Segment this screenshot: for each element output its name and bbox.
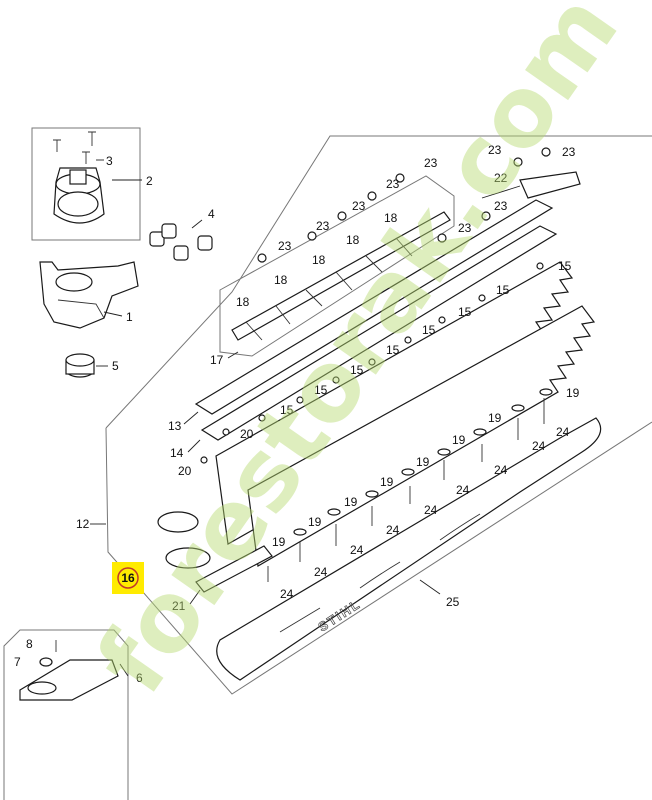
label-part-6: 6 — [136, 671, 143, 685]
washer-7-part — [39, 640, 57, 667]
label-part-21: 21 — [172, 599, 186, 613]
highlight-part-16[interactable]: 16 — [112, 562, 144, 594]
label-part-15: 15 — [386, 343, 400, 357]
label-part-20a: 20 — [240, 427, 254, 441]
label-part-19: 19 — [308, 515, 322, 529]
label-part-19: 19 — [488, 411, 502, 425]
label-part-17: 17 — [210, 353, 224, 367]
screw-24-group — [267, 398, 545, 582]
label-part-19: 19 — [416, 455, 430, 469]
label-part-15: 15 — [314, 383, 328, 397]
nut-23-group — [257, 147, 551, 263]
engine-parts-frame — [31, 127, 141, 241]
label-part-25: 25 — [446, 595, 460, 609]
label-part-24: 24 — [556, 425, 570, 439]
label-part-15: 15 — [350, 363, 364, 377]
label-part-1: 1 — [126, 310, 133, 324]
washer-group — [200, 262, 553, 536]
gearbox-housing-part[interactable] — [53, 167, 105, 224]
label-part-12: 12 — [76, 517, 90, 531]
label-part-4: 4 — [208, 207, 215, 221]
label-part-23: 23 — [562, 145, 576, 159]
blade-guard-part[interactable] — [216, 417, 602, 681]
label-part-19: 19 — [344, 495, 358, 509]
coupling-part[interactable] — [65, 353, 95, 378]
label-part-19: 19 — [566, 386, 580, 400]
label-part-24: 24 — [350, 543, 364, 557]
label-part-24: 24 — [386, 523, 400, 537]
label-part-15: 15 — [280, 403, 294, 417]
blade-holder-part[interactable] — [157, 511, 211, 569]
gear-housing-part[interactable] — [39, 261, 139, 329]
label-part-15: 15 — [422, 323, 436, 337]
label-part-19: 19 — [380, 475, 394, 489]
lower-parts-frame — [3, 629, 129, 800]
label-part-18: 18 — [274, 273, 288, 287]
label-part-18: 18 — [346, 233, 360, 247]
label-part-5: 5 — [112, 359, 119, 373]
label-part-24: 24 — [424, 503, 438, 517]
label-part-15: 15 — [558, 259, 572, 273]
label-part-7: 7 — [14, 655, 21, 669]
label-part-13: 13 — [168, 419, 182, 433]
label-part-24: 24 — [456, 483, 470, 497]
cutter-assembly-frame — [105, 135, 652, 695]
label-part-19: 19 — [452, 433, 466, 447]
label-part-23: 23 — [352, 199, 366, 213]
label-part-23: 23 — [316, 219, 330, 233]
leader-lines — [90, 159, 521, 677]
label-part-16: 16 — [121, 571, 135, 585]
label-part-2: 2 — [146, 174, 153, 188]
label-part-18: 18 — [384, 211, 398, 225]
label-part-23: 23 — [494, 199, 508, 213]
label-part-19: 19 — [272, 535, 286, 549]
label-part-20b: 20 — [178, 464, 192, 478]
label-part-3: 3 — [106, 154, 113, 168]
drive-strip-part[interactable] — [194, 199, 558, 441]
end-cap-part[interactable] — [519, 171, 581, 199]
label-part-15: 15 — [458, 305, 472, 319]
label-part-23: 23 — [488, 143, 502, 157]
label-part-8: 8 — [26, 637, 33, 651]
housing-cover-part[interactable] — [19, 659, 119, 701]
label-part-24: 24 — [314, 565, 328, 579]
spacer-bar-part[interactable] — [195, 545, 273, 593]
bushing-set-part[interactable] — [149, 223, 213, 261]
part-labels: 1 2 3 4 5 6 7 8 12 13 14 17 20 20 21 22 … — [14, 143, 580, 685]
label-part-23: 23 — [278, 239, 292, 253]
label-part-23: 23 — [386, 177, 400, 191]
label-part-23: 23 — [458, 221, 472, 235]
label-part-24: 24 — [494, 463, 508, 477]
label-part-18: 18 — [236, 295, 250, 309]
cutter-blade-lower[interactable] — [247, 305, 596, 567]
label-part-14: 14 — [170, 446, 184, 460]
label-part-15: 15 — [496, 283, 510, 297]
clamp-subassembly-frame — [219, 175, 455, 357]
label-part-23: 23 — [424, 156, 438, 170]
screw-parts-group — [53, 131, 96, 164]
label-part-24: 24 — [280, 587, 294, 601]
label-part-18: 18 — [312, 253, 326, 267]
label-part-24: 24 — [532, 439, 546, 453]
label-part-22: 22 — [494, 171, 508, 185]
clamp-strip-part[interactable] — [231, 211, 451, 341]
